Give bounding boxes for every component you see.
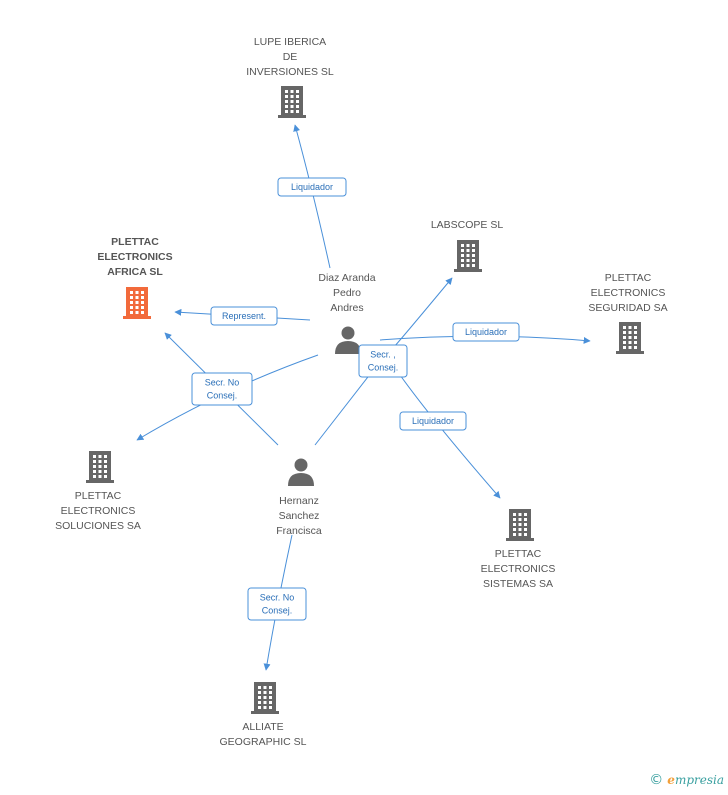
edge-label-diaz-africa[interactable]: Represent. <box>210 306 278 326</box>
edge-label-diaz-seguridad[interactable]: Liquidador <box>452 322 520 342</box>
edge-label-text: Secr. , <box>370 350 396 360</box>
node-label-diaz: Pedro <box>333 287 361 299</box>
edge-label-box <box>358 344 408 378</box>
node-seguridad[interactable]: PLETTAC ELECTRONICS SEGURIDAD SA <box>588 272 668 354</box>
node-label-hernanz: Hernanz <box>279 495 319 507</box>
building-icon[interactable] <box>278 86 306 118</box>
nodes-layer: LUPE IBERICA DE INVERSIONES SL LABSCOPE SL P… <box>55 36 668 748</box>
node-lupe[interactable]: LUPE IBERICA DE INVERSIONES SL <box>246 36 334 118</box>
node-label-alliate: GEOGRAPHIC SL <box>220 736 307 748</box>
brand-rest: mpresia <box>674 773 724 787</box>
node-labscope[interactable]: LABSCOPE SL <box>431 219 504 272</box>
node-label-africa: AFRICA SL <box>107 266 163 278</box>
node-label-lupe: INVERSIONES SL <box>246 66 334 78</box>
edge-label-diaz-soluciones[interactable]: Secr. No Consej. <box>191 372 253 406</box>
node-alliate[interactable]: ALLIATE GEOGRAPHIC SL <box>220 682 307 748</box>
brand-initial: e <box>667 773 675 787</box>
building-icon[interactable] <box>454 240 482 272</box>
node-label-hernanz: Sanchez <box>279 510 320 522</box>
node-label-soluciones: PLETTAC <box>75 490 122 502</box>
building-icon[interactable] <box>616 322 644 354</box>
edge-label-text: Represent. <box>222 311 266 321</box>
node-label-sistemas: ELECTRONICS <box>481 563 556 575</box>
edge-diaz-sistemas <box>399 374 501 499</box>
edge-label-text: Liquidador <box>465 327 507 337</box>
building-icon[interactable] <box>86 451 114 483</box>
node-soluciones[interactable]: PLETTAC ELECTRONICS SOLUCIONES SA <box>55 451 141 532</box>
node-africa[interactable]: PLETTAC ELECTRONICS AFRICA SL <box>97 236 173 319</box>
node-label-seguridad: SEGURIDAD SA <box>588 302 667 314</box>
node-label-lupe: DE <box>283 51 298 63</box>
edge-label-text: Consej. <box>207 391 238 401</box>
edge-label-text: Consej. <box>368 363 399 373</box>
node-label-diaz: Diaz Aranda <box>318 272 375 284</box>
edge-label-text: Liquidador <box>412 416 454 426</box>
edge-label-diaz-lupe[interactable]: Liquidador <box>277 177 347 197</box>
node-label-diaz: Andres <box>330 302 363 314</box>
edge-label-box <box>247 587 307 621</box>
node-label-seguridad: PLETTAC <box>605 272 652 284</box>
node-label-sistemas: PLETTAC <box>495 548 542 560</box>
building-icon[interactable] <box>251 682 279 714</box>
edge-label-box <box>191 372 253 406</box>
edge-label-box <box>399 411 467 431</box>
brand-logo[interactable]: empresia <box>667 773 724 787</box>
edge-label-text: Secr. No <box>260 593 295 603</box>
node-label-labscope: LABSCOPE SL <box>431 219 504 231</box>
node-label-africa: ELECTRONICS <box>97 251 172 263</box>
node-label-alliate: ALLIATE <box>242 721 283 733</box>
node-label-hernanz: Francisca <box>276 525 322 537</box>
node-label-lupe: LUPE IBERICA <box>254 36 326 48</box>
node-label-sistemas: SISTEMAS SA <box>483 578 553 590</box>
building-icon[interactable] <box>123 287 151 319</box>
node-label-soluciones: SOLUCIONES SA <box>55 520 141 532</box>
footer-brand: © empresia <box>649 771 724 789</box>
edge-label-diaz-labscope[interactable]: Secr. , Consej. <box>358 344 408 378</box>
node-sistemas[interactable]: PLETTAC ELECTRONICS SISTEMAS SA <box>481 509 556 590</box>
edge-label-hernanz-alliate[interactable]: Secr. No Consej. <box>247 587 307 621</box>
building-icon[interactable] <box>506 509 534 541</box>
node-label-seguridad: ELECTRONICS <box>591 287 666 299</box>
copyright-icon: © <box>649 772 664 788</box>
edge-label-diaz-sistemas[interactable]: Liquidador <box>399 411 467 431</box>
person-icon[interactable] <box>335 326 361 355</box>
edge-label-box <box>277 177 347 197</box>
person-icon[interactable] <box>288 458 314 487</box>
edge-label-text: Secr. No <box>205 378 240 388</box>
node-label-africa: PLETTAC <box>111 236 159 248</box>
edge-label-text: Liquidador <box>291 182 333 192</box>
edge-label-box <box>452 322 520 342</box>
edge-label-box <box>210 306 278 326</box>
node-label-soluciones: ELECTRONICS <box>61 505 136 517</box>
edge-label-text: Consej. <box>262 606 293 616</box>
